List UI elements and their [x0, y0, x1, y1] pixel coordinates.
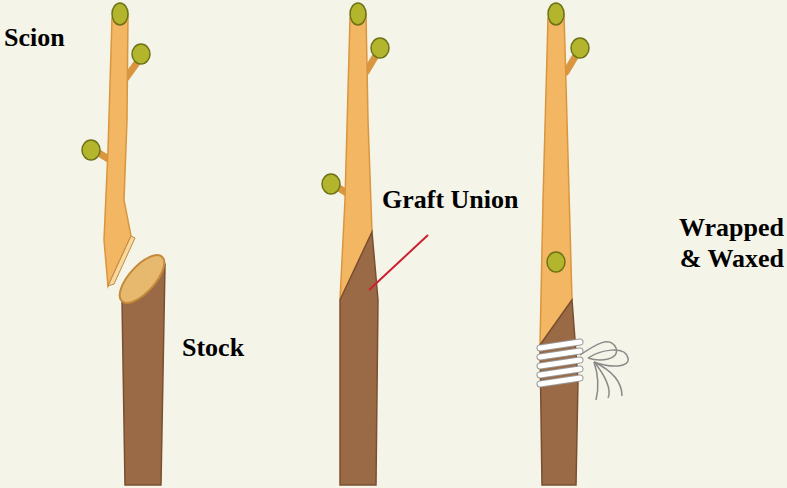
- graft-joined: [322, 3, 428, 485]
- part-label: Scion: [4, 22, 114, 53]
- leader-line: [369, 235, 428, 290]
- part-label: Wrapped & Waxed: [652, 212, 784, 274]
- scion-separate: [82, 3, 150, 286]
- part-label: Graft Union: [382, 184, 572, 215]
- graft-wrapped: [540, 3, 628, 485]
- stock-separate: [112, 248, 171, 485]
- part-label: Stock: [182, 332, 302, 363]
